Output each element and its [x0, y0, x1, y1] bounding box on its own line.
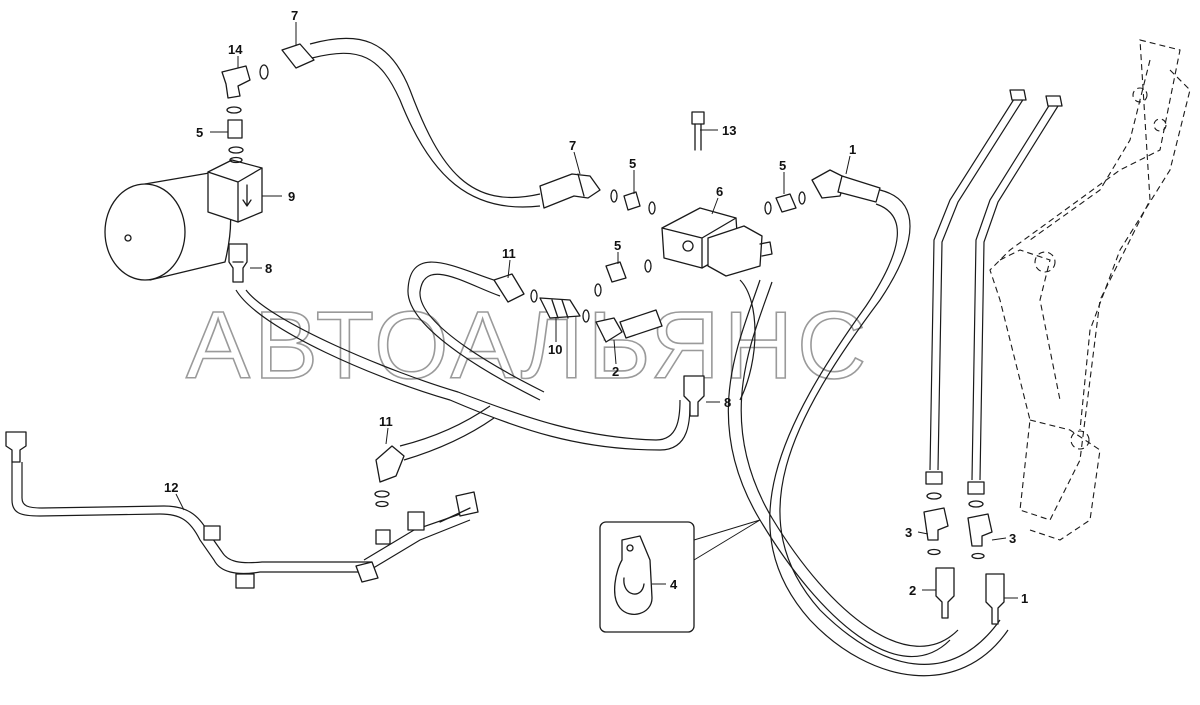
boom-arm-outline [989, 39, 1191, 541]
callout-5-right: 5 [779, 158, 786, 173]
callout-6: 6 [716, 184, 723, 199]
callout-5-mid: 5 [629, 156, 636, 171]
callout-12: 12 [164, 480, 178, 495]
hose-1-long [727, 189, 1009, 677]
callout-11-mid: 11 [502, 246, 516, 261]
callout-7-mid: 7 [569, 138, 576, 153]
callout-9: 9 [288, 189, 295, 204]
tube-12 [5, 431, 479, 589]
hose-8-loop [235, 279, 756, 451]
hose-11-lower [374, 405, 495, 508]
callout-8-left: 8 [265, 261, 272, 276]
callout-2-right: 2 [909, 583, 916, 598]
hose-7-top [281, 37, 541, 208]
callout-5-center: 5 [614, 238, 621, 253]
callout-5-left: 5 [196, 125, 203, 140]
callout-14: 14 [228, 42, 243, 57]
elbow-7-mid [539, 173, 656, 215]
callout-11-lower: 11 [379, 414, 393, 429]
bolt-13 [691, 111, 705, 151]
callout-7-top: 7 [291, 8, 298, 23]
callout-3-left: 3 [905, 525, 912, 540]
valve-block-9 [207, 159, 263, 223]
callout-10: 10 [548, 342, 562, 357]
clip-4-inset [599, 519, 761, 633]
valve-6 [661, 207, 773, 277]
callout-1-top: 1 [849, 142, 856, 157]
fitting-8-left [228, 243, 248, 283]
callout-13: 13 [722, 123, 736, 138]
callout-2-center: 2 [612, 364, 619, 379]
fitting-14-stack [221, 64, 269, 164]
callout-3-right: 3 [1009, 531, 1016, 546]
callout-4: 4 [670, 577, 678, 592]
hose-11-mid [407, 259, 663, 401]
pipes-right [923, 89, 1063, 625]
watermark: АВТОАЛЬЯНС [186, 292, 870, 399]
leader-lines [175, 22, 1018, 599]
fitting-5-right [764, 169, 881, 215]
callout-1-right: 1 [1021, 591, 1028, 606]
callout-8-right: 8 [724, 395, 731, 410]
